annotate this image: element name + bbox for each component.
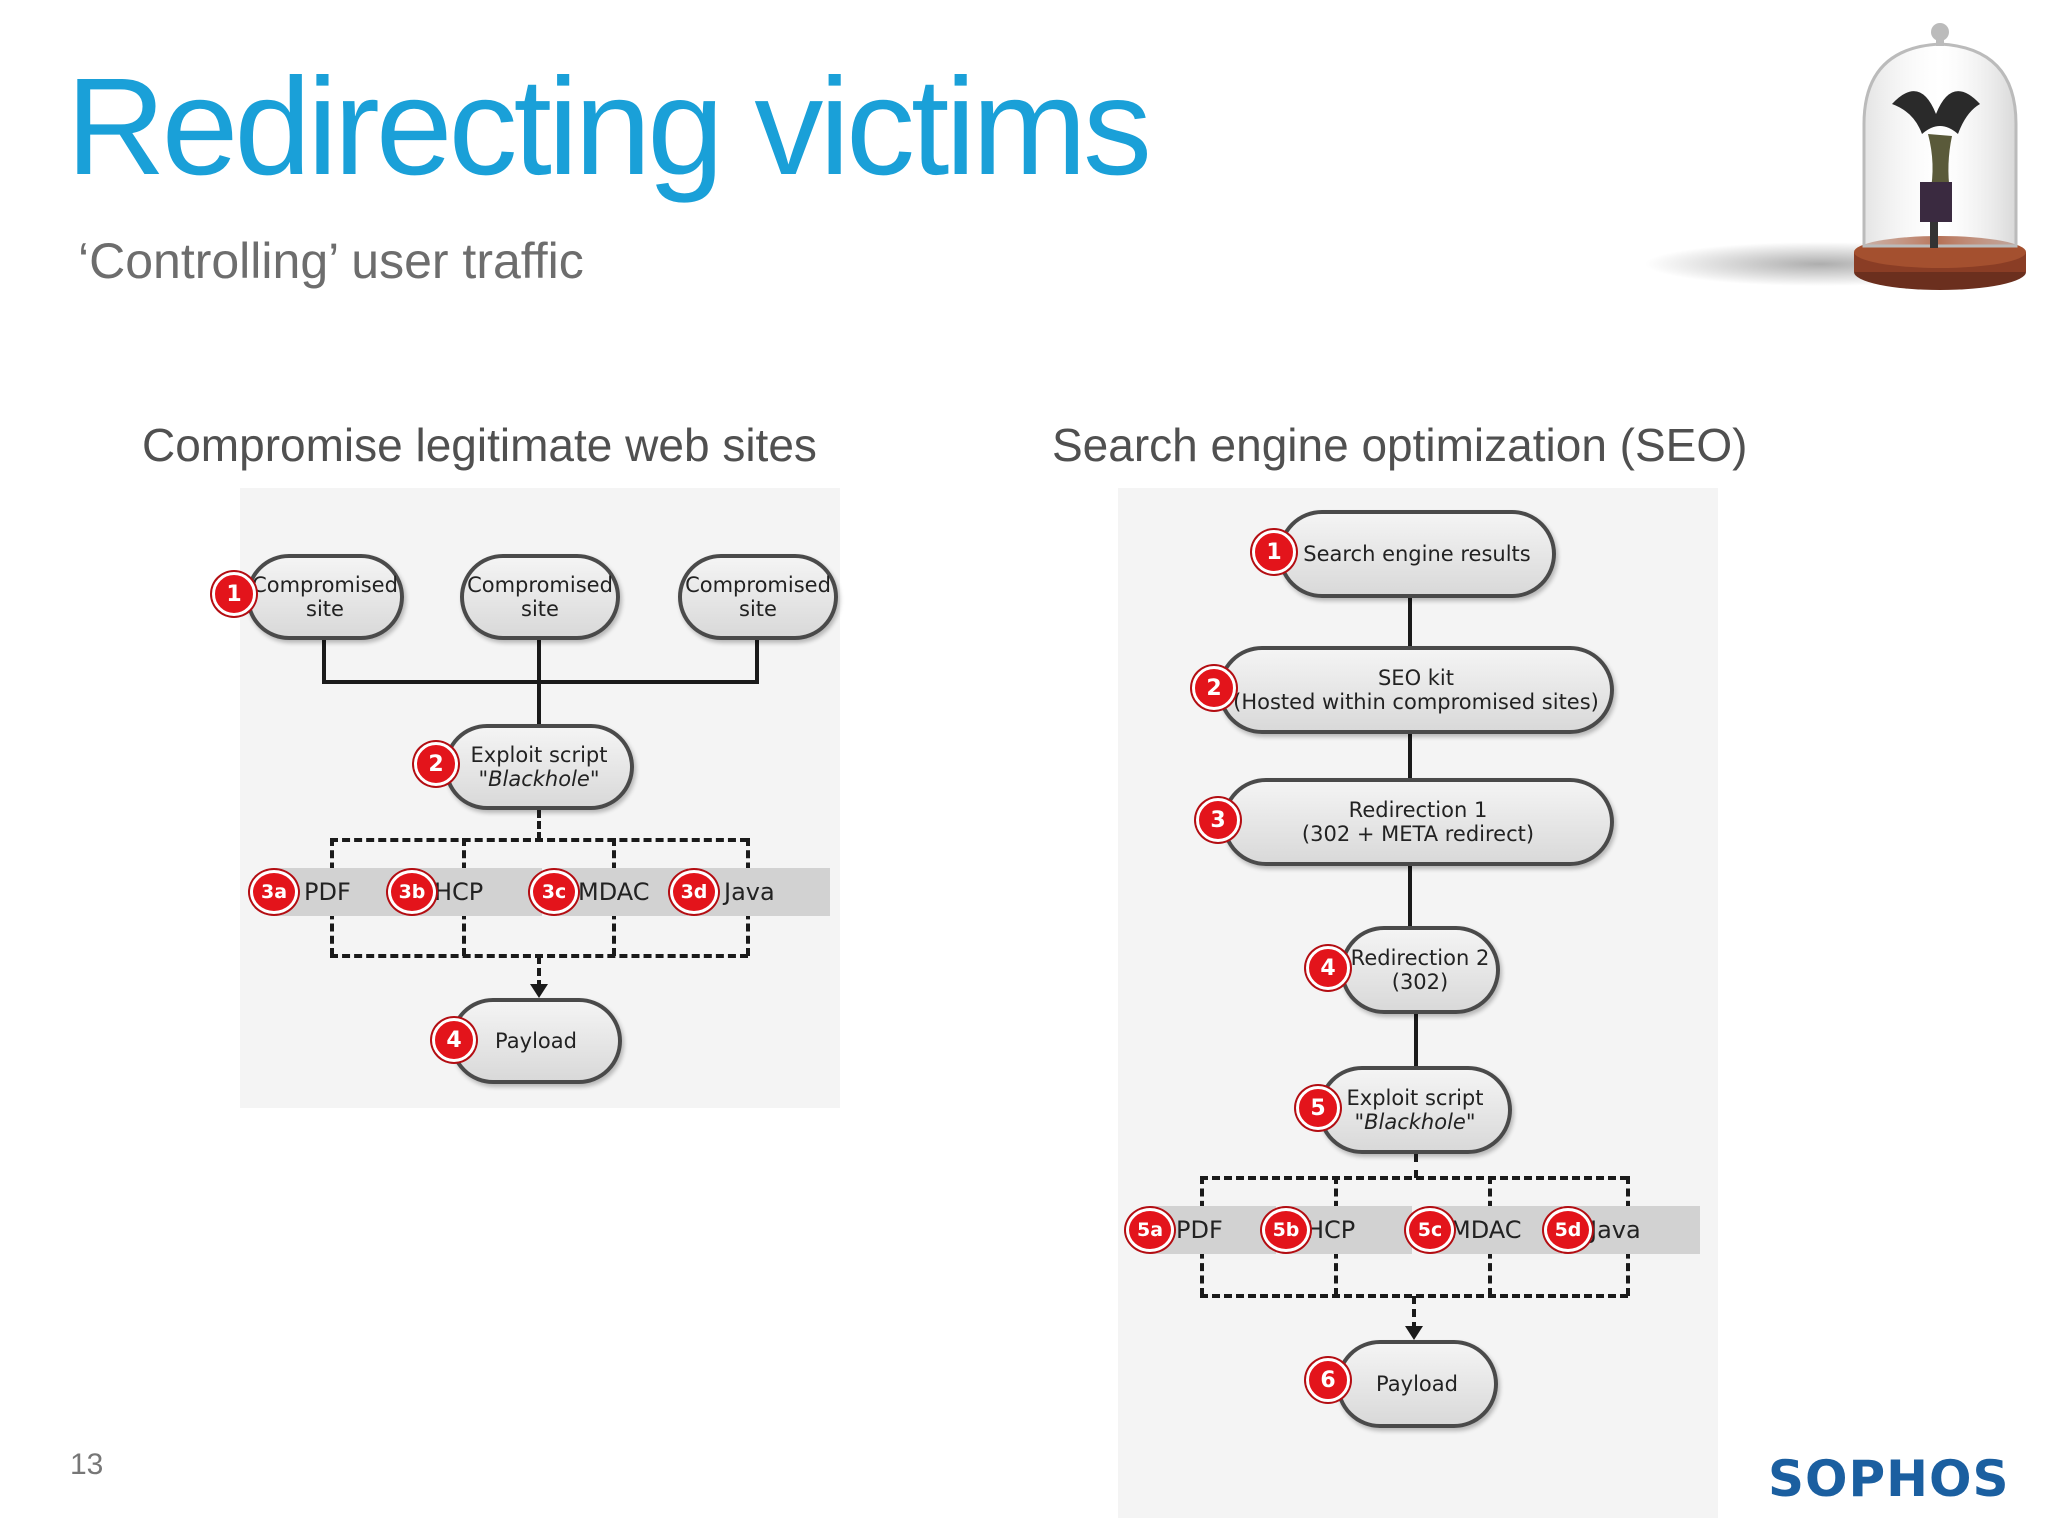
step-badge: 2 (1192, 666, 1236, 710)
search-results-node: Search engine results (1278, 510, 1556, 598)
right-heading: Search engine optimization (SEO) (1052, 419, 1748, 471)
dashed-connector (1414, 1154, 1418, 1178)
exploit-script-node: Exploit script"Blackhole" (444, 724, 634, 810)
connector (1408, 596, 1412, 648)
seo-kit-node: SEO kit(Hosted within compromised sites) (1218, 646, 1614, 734)
step-badge: 4 (1306, 946, 1350, 990)
payload-node: Payload (1336, 1340, 1498, 1428)
dashed-connector (537, 956, 541, 988)
step-badge: 3d (670, 870, 718, 914)
arrow-down-icon (1405, 1326, 1423, 1340)
connector (1408, 862, 1412, 926)
arrow-down-icon (530, 984, 548, 998)
exploit-box: Java (696, 868, 830, 916)
redirection-1-node: Redirection 1(302 + META redirect) (1222, 778, 1614, 866)
step-badge: 4 (432, 1018, 476, 1062)
connector (755, 636, 759, 680)
step-badge: 5a (1126, 1208, 1174, 1252)
slide-title: Redirecting victims (66, 50, 1152, 204)
connector (1414, 1012, 1418, 1068)
step-badge: 6 (1306, 1358, 1350, 1402)
step-badge: 1 (1252, 530, 1296, 574)
step-badge: 3b (388, 870, 436, 914)
slide-subtitle: ‘Controlling’ user traffic (78, 233, 584, 289)
exploit-box: Java (1564, 1206, 1700, 1254)
step-badge: 3c (530, 870, 578, 914)
dashed-connector (537, 810, 541, 840)
dashed-connector (1200, 1176, 1628, 1180)
left-heading: Compromise legitimate web sites (142, 419, 817, 471)
dashed-connector (330, 838, 748, 842)
payload-node: Payload (450, 998, 622, 1084)
exploit-box: PDF (1150, 1206, 1276, 1254)
step-badge: 5 (1296, 1086, 1340, 1130)
redirection-2-node: Redirection 2(302) (1340, 926, 1500, 1014)
connector (1408, 730, 1412, 778)
step-badge: 5d (1544, 1208, 1592, 1252)
connector (322, 636, 326, 680)
step-badge: 3 (1196, 798, 1240, 842)
bell-jar-illustration (1640, 14, 2048, 319)
page-number: 13 (70, 1448, 104, 1481)
exploit-box: MDAC (558, 868, 688, 916)
connector (322, 680, 759, 684)
dashed-connector (1412, 1296, 1416, 1330)
sophos-logo: SOPHOS (1768, 1450, 2010, 1508)
step-badge: 3a (250, 870, 298, 914)
step-badge: 2 (414, 742, 458, 786)
step-badge: 1 (212, 572, 256, 616)
step-badge: 5b (1262, 1208, 1310, 1252)
step-badge: 5c (1406, 1208, 1454, 1252)
exploit-box: PDF (276, 868, 410, 916)
exploit-script-node: Exploit script"Blackhole" (1318, 1066, 1512, 1154)
